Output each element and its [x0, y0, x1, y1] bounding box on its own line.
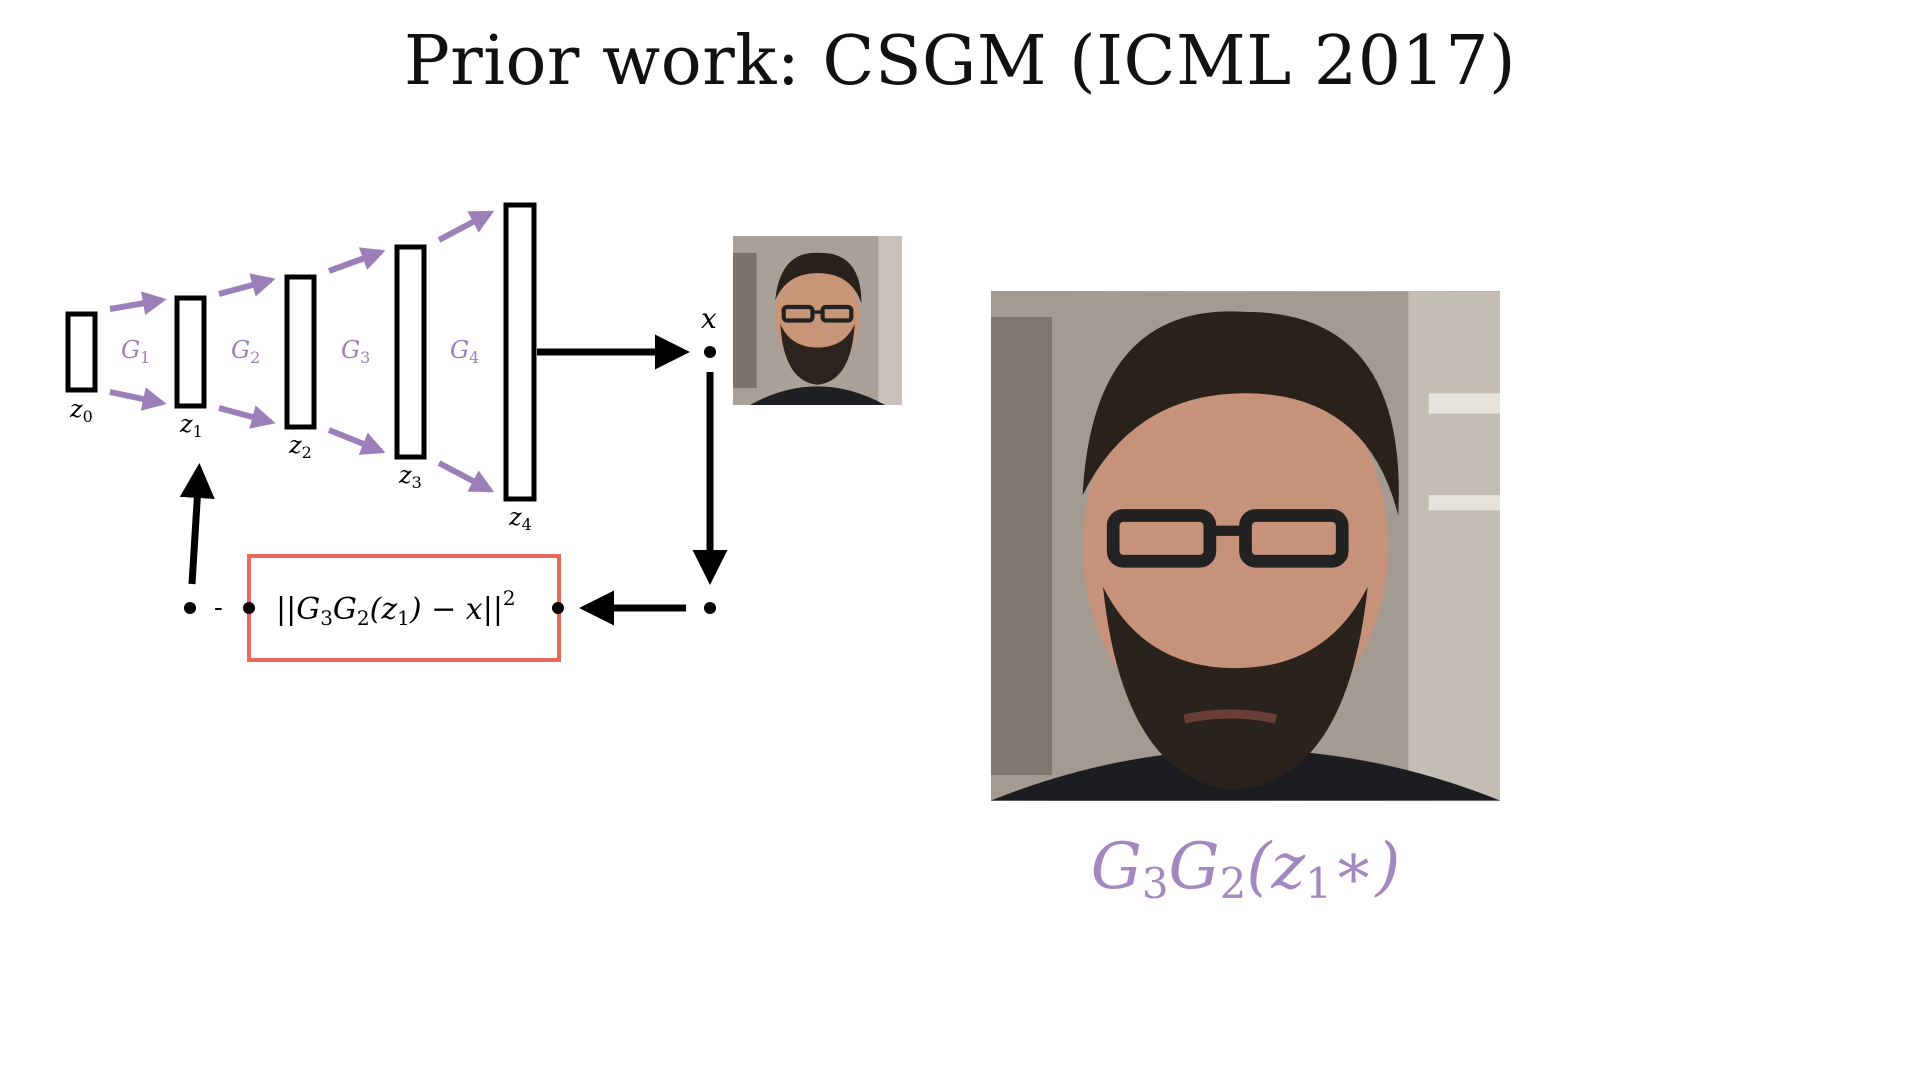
reconstructed-face-photo [991, 291, 1500, 801]
layer-z2-bar [284, 274, 317, 430]
g4-top-arrow [437, 210, 495, 243]
g2-bottom-arrow [218, 405, 276, 429]
result-formula: G3G2(z1∗) [1090, 830, 1401, 908]
layer-z0-bar [65, 311, 98, 393]
layer-z2-label: z2 [288, 431, 312, 462]
generator-g3-label: G3 [341, 336, 370, 367]
input-face-photo [733, 236, 902, 405]
layer-z3-label: z3 [398, 461, 422, 492]
layer-z1-bar [174, 295, 207, 409]
layer-z0-label: z0 [69, 395, 93, 426]
generator-g4-label: G4 [450, 336, 479, 367]
layer-z4-bar [503, 202, 537, 502]
gradient-arrow [179, 463, 215, 585]
g3-top-arrow [327, 247, 386, 274]
face-illustration-large [991, 291, 1500, 801]
loss-box-right-node [552, 602, 564, 614]
slide-title: Prior work: CSGM (ICML 2017) [403, 22, 1517, 101]
g2-top-arrow [218, 273, 276, 297]
generator-g1-label: G1 [121, 336, 150, 367]
layer-z3-bar [394, 244, 427, 460]
loss-box-left-node [243, 602, 255, 614]
layer-z4-label: z4 [508, 503, 532, 534]
output-label-x: x [701, 302, 717, 335]
face-illustration-small [733, 236, 902, 405]
g4-bottom-arrow [437, 460, 495, 493]
gradient-node [184, 602, 196, 614]
junction-node [704, 602, 716, 614]
g1-bottom-arrow [109, 387, 167, 411]
minus-sign: - [214, 593, 223, 623]
g3-bottom-arrow [327, 427, 386, 455]
generator-arrows [109, 210, 495, 493]
layer-z1-label: z1 [179, 410, 203, 441]
output-node-x [704, 346, 716, 358]
loss-expression: ||G3G2(z1) − x||2 [276, 586, 516, 630]
g1-top-arrow [109, 291, 167, 316]
generator-g2-label: G2 [231, 336, 260, 367]
